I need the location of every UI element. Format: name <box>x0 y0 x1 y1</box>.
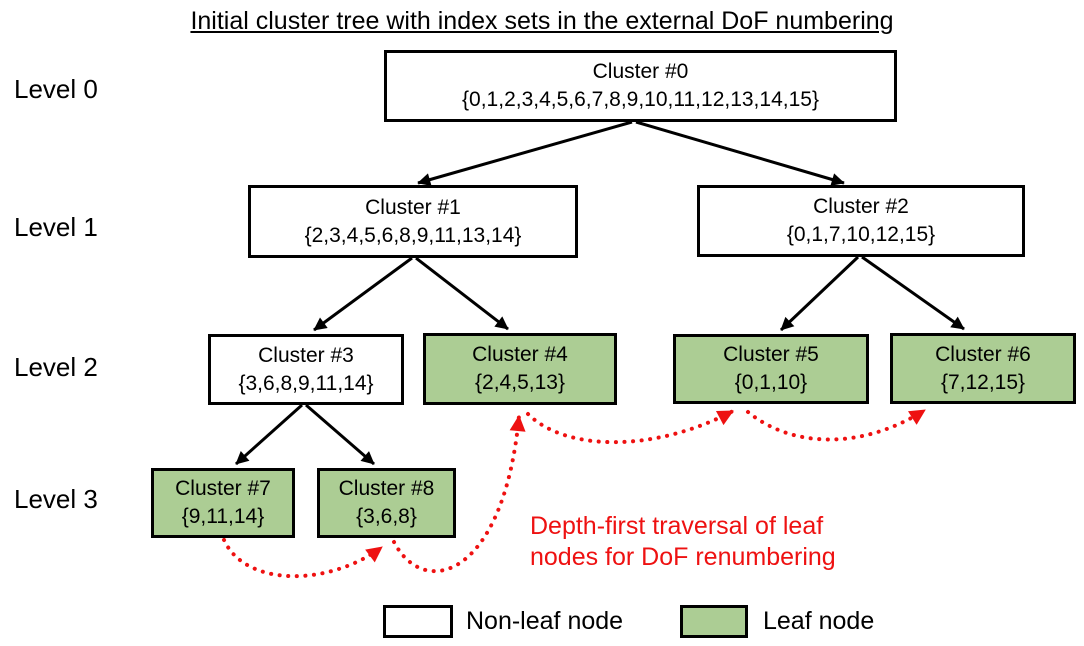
tree-node-cluster-7: Cluster #7 {9,11,14} <box>151 468 295 538</box>
cluster-name: Cluster #5 <box>723 343 819 366</box>
traversal-annotation: Depth-first traversal of leaf nodes for … <box>530 511 836 573</box>
traversal-arrow-4-5 <box>526 409 735 445</box>
level-label-0: Level 0 <box>14 74 98 104</box>
cluster-name: Cluster #0 <box>592 60 689 83</box>
cluster-name: Cluster #6 <box>935 342 1031 366</box>
edge-3-8 <box>305 403 375 466</box>
tree-node-cluster-6: Cluster #6 {7,12,15} <box>890 333 1076 404</box>
tree-edges <box>235 120 965 466</box>
edge-1-4 <box>415 256 509 331</box>
tree-node-cluster-3: Cluster #3 {3,6,8,9,11,14} <box>208 334 404 405</box>
cluster-index-set: {2,4,5,13} <box>475 371 565 394</box>
cluster-index-set: {3,6,8} <box>356 505 417 528</box>
tree-node-cluster-0: Cluster #0 {0,1,2,3,4,5,6,7,8,9,10,11,12… <box>384 50 897 122</box>
level-label-3: Level 3 <box>14 484 98 514</box>
non-leaf-node-swatch <box>383 605 453 638</box>
cluster-name: Cluster #8 <box>338 477 435 500</box>
traversal-arrow-7-8 <box>222 538 384 579</box>
leaf-node-swatch <box>680 605 748 638</box>
traversal-annotation-line1: Depth-first traversal of leaf <box>530 512 824 540</box>
edge-0-2 <box>635 120 845 186</box>
cluster-index-set: {0,1,2,3,4,5,6,7,8,9,10,11,12,13,14,15} <box>462 88 819 111</box>
tree-node-cluster-5: Cluster #5 {0,1,10} <box>673 334 869 404</box>
cluster-name: Cluster #7 <box>175 477 271 500</box>
edge-3-7 <box>235 403 303 466</box>
traversal-annotation-line2: nodes for DoF renumbering <box>530 543 836 571</box>
cluster-name: Cluster #1 <box>365 195 461 219</box>
cluster-index-set: {0,1,10} <box>734 371 808 394</box>
tree-node-cluster-4: Cluster #4 {2,4,5,13} <box>423 333 617 405</box>
tree-node-cluster-1: Cluster #1 {2,3,4,5,6,8,9,11,13,14} <box>248 185 578 258</box>
traversal-arrow-5-6 <box>746 408 927 442</box>
cluster-name: Cluster #4 <box>472 343 568 366</box>
cluster-name: Cluster #2 <box>813 195 909 218</box>
edge-1-3 <box>313 256 413 332</box>
edge-2-6 <box>861 255 965 331</box>
edge-2-5 <box>779 255 860 332</box>
cluster-index-set: {2,3,4,5,6,8,9,11,13,14} <box>304 223 522 247</box>
level-label-2: Level 2 <box>14 352 98 382</box>
tree-node-cluster-2: Cluster #2 {0,1,7,10,12,15} <box>697 185 1025 257</box>
cluster-index-set: {0,1,7,10,12,15} <box>786 223 936 246</box>
edge-0-1 <box>417 120 633 186</box>
leaf-node-label: Leaf node <box>763 607 875 635</box>
tree-node-cluster-8: Cluster #8 {3,6,8} <box>317 468 456 538</box>
cluster-index-set: {3,6,8,9,11,14} <box>238 371 374 395</box>
non-leaf-node-label: Non-leaf node <box>466 607 624 635</box>
cluster-index-set: {7,12,15} <box>940 370 1026 394</box>
cluster-name: Cluster #3 <box>258 343 354 367</box>
diagram-title: Initial cluster tree with index sets in … <box>190 7 894 35</box>
cluster-index-set: {9,11,14} <box>181 505 265 528</box>
level-label-1: Level 1 <box>14 212 98 242</box>
